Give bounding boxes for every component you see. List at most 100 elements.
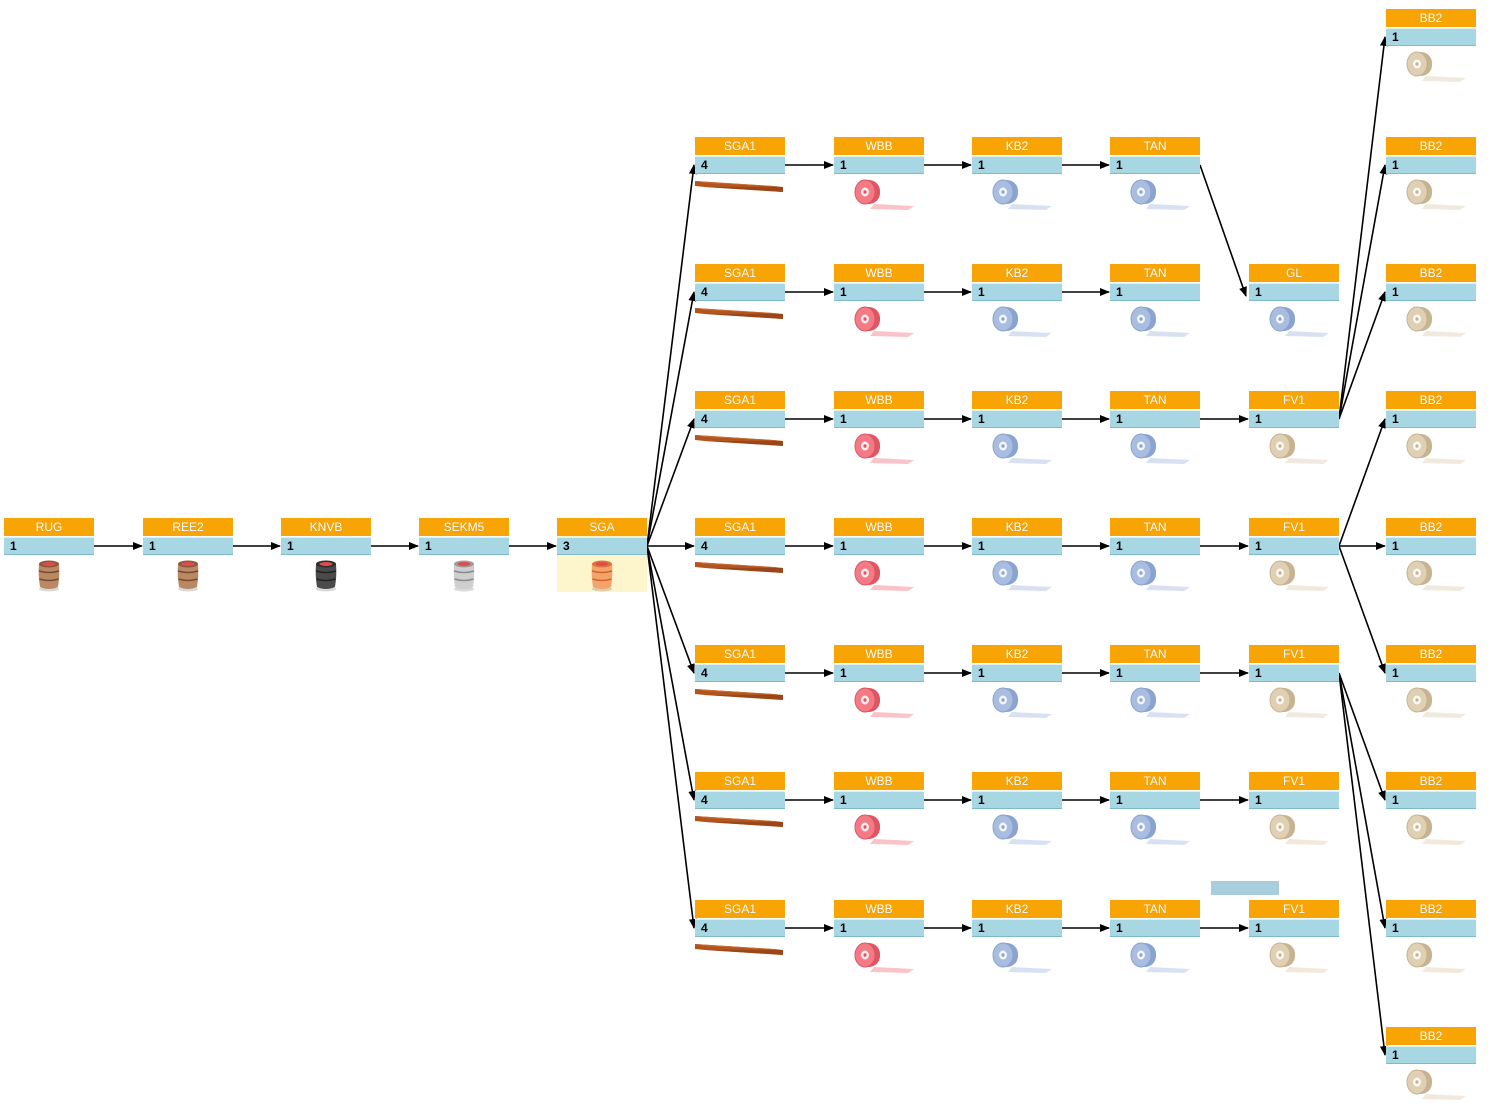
- node-label: TAN: [1110, 900, 1200, 918]
- node-quantity: 1: [281, 537, 371, 555]
- roll-beige-icon: [1386, 49, 1476, 82]
- flow-arrow: [646, 545, 697, 801]
- flow-arrow: [646, 418, 695, 547]
- flow-arrow: [646, 545, 695, 674]
- node-label: TAN: [1110, 391, 1200, 409]
- roll-beige-icon: [1386, 177, 1476, 210]
- plank-icon: [695, 431, 785, 463]
- node-quantity: 1: [1249, 410, 1339, 428]
- flow-arrow: [1338, 291, 1386, 420]
- node-quantity: 1: [1110, 283, 1200, 301]
- roll-red-icon: [834, 558, 924, 591]
- flow-arrow: [1338, 164, 1388, 420]
- node-quantity: 1: [972, 283, 1062, 301]
- plank-icon: [695, 685, 785, 717]
- node-label: SGA1: [695, 645, 785, 663]
- node-label: WBB: [834, 772, 924, 790]
- node-quantity: 1: [1249, 791, 1339, 809]
- node-label: WBB: [834, 264, 924, 282]
- roll-red-icon: [834, 431, 924, 464]
- roll-beige-icon: [1386, 431, 1476, 464]
- node-quantity: 1: [834, 410, 924, 428]
- node-quantity: 1: [834, 919, 924, 937]
- node-quantity: 4: [695, 791, 785, 809]
- node-quantity: 1: [1386, 664, 1476, 682]
- loose-quantity-bar[interactable]: [1211, 881, 1279, 895]
- node-quantity: 1: [834, 664, 924, 682]
- flow-arrow: [1338, 36, 1388, 420]
- node-quantity: 1: [1386, 410, 1476, 428]
- node-quantity: 1: [972, 410, 1062, 428]
- node-label: FV1: [1249, 772, 1339, 790]
- node-label: TAN: [1110, 264, 1200, 282]
- node-quantity: 1: [972, 791, 1062, 809]
- node-label: FV1: [1249, 645, 1339, 663]
- node-quantity: 1: [4, 537, 94, 555]
- node-label: KB2: [972, 772, 1062, 790]
- node-quantity: 1: [834, 283, 924, 301]
- node-quantity: 1: [972, 919, 1062, 937]
- node-quantity: 4: [695, 410, 785, 428]
- node-label: GL: [1249, 264, 1339, 282]
- node-quantity: 1: [1249, 919, 1339, 937]
- plank-icon: [695, 812, 785, 844]
- roll-blue-icon: [1249, 304, 1339, 337]
- plank-icon: [695, 304, 785, 336]
- flow-arrow: [1338, 672, 1386, 801]
- node-label: KB2: [972, 137, 1062, 155]
- node-quantity: 4: [695, 919, 785, 937]
- node-label: TAN: [1110, 772, 1200, 790]
- flow-arrow: [646, 291, 697, 547]
- node-label: BB2: [1386, 137, 1476, 155]
- node-label: SEKM5: [419, 518, 509, 536]
